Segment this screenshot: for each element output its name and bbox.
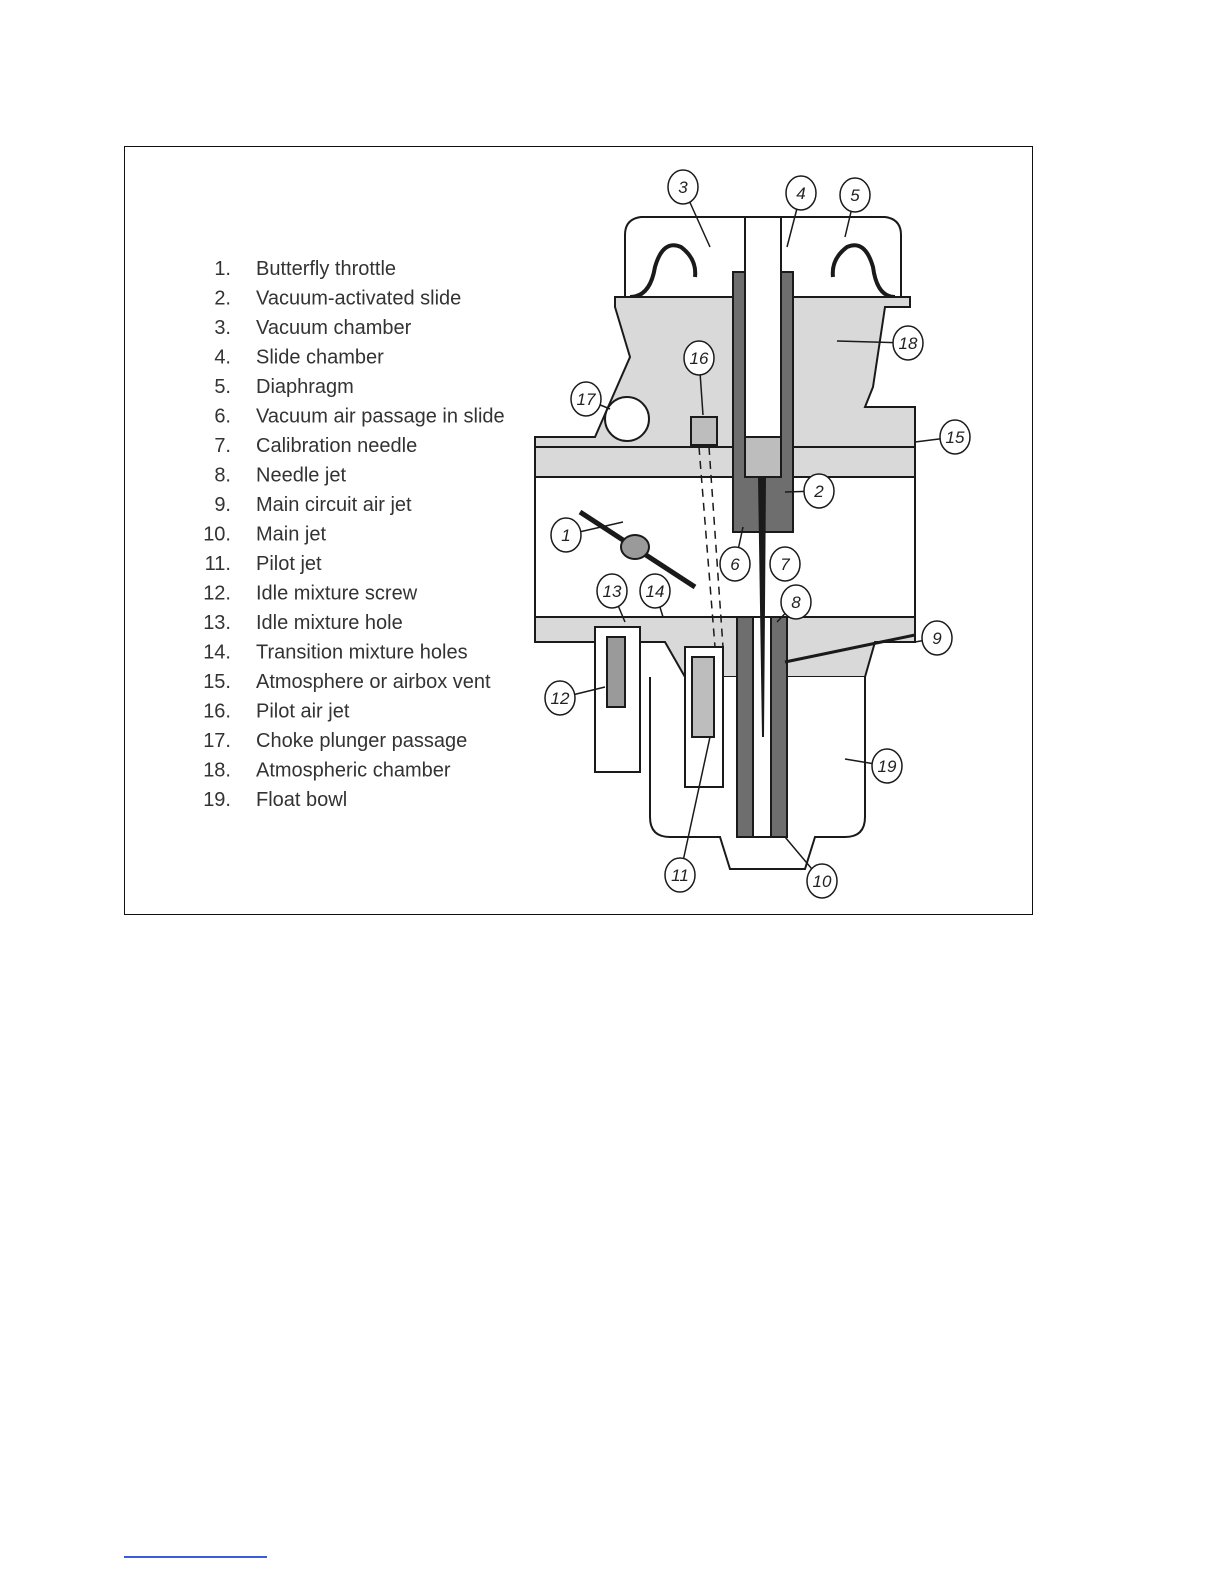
callout-circle xyxy=(664,857,696,893)
legend-number: 7. xyxy=(214,435,231,457)
legend-label: Idle mixture screw xyxy=(256,583,418,605)
callout-number: 11 xyxy=(671,866,689,885)
carburetor-body xyxy=(534,216,916,870)
air-jet-passage xyxy=(784,633,916,664)
callout-circle xyxy=(939,419,971,455)
callout-number: 7 xyxy=(780,555,790,574)
legend-number: 16. xyxy=(203,701,231,723)
idle-mixture-screw xyxy=(606,636,626,708)
slide-bore xyxy=(744,216,782,478)
callout-number: 10 xyxy=(813,872,832,891)
callout-number: 16 xyxy=(690,349,709,368)
legend-number: 10. xyxy=(203,524,231,546)
footnote-rule xyxy=(124,1556,267,1558)
legend-number: 5. xyxy=(214,376,231,398)
callout-circle xyxy=(683,340,715,376)
legend-number: 1. xyxy=(214,258,231,280)
pilot-jet xyxy=(691,656,715,738)
venturi-bore xyxy=(534,476,916,618)
callout-number: 2 xyxy=(813,482,824,501)
callout-number: 18 xyxy=(899,334,918,353)
legend-number: 12. xyxy=(203,583,231,605)
legend-label: Main circuit air jet xyxy=(256,494,412,516)
legend-label: Atmosphere or airbox vent xyxy=(256,671,491,693)
slide-spring xyxy=(744,436,782,478)
legend-label: Vacuum-activated slide xyxy=(256,288,461,310)
legend-label: Pilot air jet xyxy=(256,701,350,723)
legend-label: Calibration needle xyxy=(256,435,417,457)
legend-label: Diaphragm xyxy=(256,376,354,398)
callout-circle xyxy=(596,573,628,609)
throttle-shaft xyxy=(620,534,650,560)
legend-number: 11. xyxy=(205,553,231,575)
legend-number: 2. xyxy=(214,288,231,310)
diaphragm xyxy=(629,243,698,299)
callout-number: 8 xyxy=(791,593,801,612)
legend-number: 15. xyxy=(203,671,231,693)
legend-number: 8. xyxy=(214,465,231,487)
callout-circle xyxy=(871,748,903,784)
parts-legend: 1. Butterfly throttle 2. Vacuum-activated s… xyxy=(203,258,504,811)
legend-number: 19. xyxy=(203,789,231,811)
legend-label: Float bowl xyxy=(256,789,347,811)
callout-circle xyxy=(639,573,671,609)
upper-body-casting xyxy=(534,296,916,448)
legend-label: Vacuum chamber xyxy=(256,317,412,339)
legend-number: 9. xyxy=(214,494,231,516)
legend-number: 4. xyxy=(214,347,231,369)
pilot-air-passage xyxy=(698,446,724,648)
callout-number: 5 xyxy=(850,186,860,205)
callout-circle xyxy=(769,546,801,582)
legend-label: Main jet xyxy=(256,524,326,546)
callout-circle xyxy=(839,177,871,213)
callout-circle xyxy=(550,517,582,553)
callout-circle xyxy=(785,175,817,211)
carburetor-diagram: 1. Butterfly throttle 2. Vacuum-activated s… xyxy=(203,169,971,899)
callout-circle xyxy=(719,546,751,582)
legend-label: Vacuum air passage in slide xyxy=(256,406,505,428)
callout-leader xyxy=(679,736,711,876)
legend-number: 18. xyxy=(203,760,231,782)
legend-number: 14. xyxy=(203,642,231,664)
callout-number: 6 xyxy=(730,555,740,574)
legend-label: Needle jet xyxy=(256,465,347,487)
legend-label: Pilot jet xyxy=(256,553,322,575)
legend-label: Atmospheric chamber xyxy=(256,760,451,782)
legend-label: Transition mixture holes xyxy=(256,642,468,664)
callout-number: 15 xyxy=(946,428,965,447)
legend-number: 6. xyxy=(214,406,231,428)
callout-circle xyxy=(544,680,576,716)
callout-circle xyxy=(570,381,602,417)
pilot-air-jet xyxy=(690,416,718,446)
legend-number: 3. xyxy=(214,317,231,339)
calibration-needle xyxy=(757,476,767,738)
callout-number: 12 xyxy=(551,689,570,708)
legend-label: Slide chamber xyxy=(256,347,384,369)
callout-number: 9 xyxy=(932,629,942,648)
callout-number: 19 xyxy=(878,757,897,776)
legend-label: Choke plunger passage xyxy=(256,730,467,752)
left-upper-flange xyxy=(534,446,916,478)
callout-number: 14 xyxy=(646,582,665,601)
callout-circle xyxy=(806,863,838,899)
choke-plunger-hole xyxy=(604,396,650,442)
callout-circle xyxy=(921,620,953,656)
callout-circle xyxy=(892,325,924,361)
legend-label: Butterfly throttle xyxy=(256,258,396,280)
callout-circle xyxy=(667,169,699,205)
callout-number: 3 xyxy=(678,178,688,197)
callout-number: 1 xyxy=(561,526,570,545)
diaphragm xyxy=(830,243,896,299)
callout-number: 4 xyxy=(796,184,805,203)
callout-number: 17 xyxy=(577,390,596,409)
legend-label: Idle mixture hole xyxy=(256,612,403,634)
diagram-frame: 1. Butterfly throttle 2. Vacuum-activated s… xyxy=(124,146,1033,915)
legend-number: 13. xyxy=(203,612,231,634)
callout-circle xyxy=(803,473,835,509)
callout-circle xyxy=(780,584,812,620)
legend-number: 17. xyxy=(203,730,231,752)
callout-number: 13 xyxy=(603,582,622,601)
